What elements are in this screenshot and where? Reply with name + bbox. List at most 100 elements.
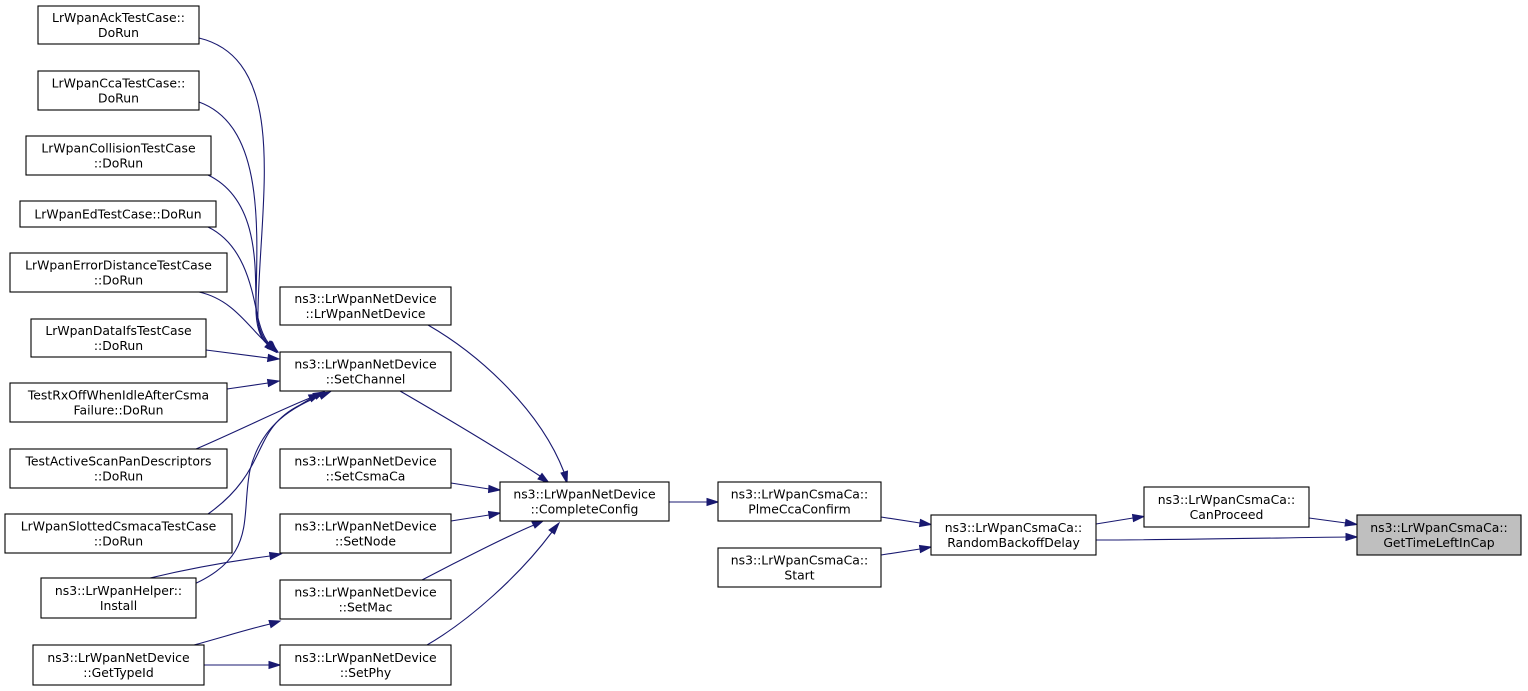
node-box bbox=[1143, 486, 1310, 528]
node-setnode[interactable]: ns3::LrWpanNetDevice::SetNode bbox=[279, 513, 452, 554]
edge-setchan-to-complete bbox=[399, 390, 541, 477]
node-start[interactable]: ns3::LrWpanCsmaCa::Start bbox=[717, 547, 882, 588]
edge-setmac-to-complete bbox=[421, 524, 535, 581]
node-label-line: ns3::LrWpanNetDevice bbox=[513, 487, 655, 502]
node-label-line: Failure::DoRun bbox=[74, 403, 164, 418]
node-label-line: GetTimeLeftInCap bbox=[1383, 535, 1494, 550]
node-label-line: ns3::LrWpanHelper:: bbox=[55, 583, 182, 598]
call-nodes: LrWpanAckTestCase::DoRunLrWpanCcaTestCas… bbox=[4, 5, 1522, 686]
node-box bbox=[37, 5, 200, 45]
node-gtl[interactable]: ns3::LrWpanCsmaCa::GetTimeLeftInCap bbox=[1356, 514, 1522, 556]
node-label-line: ::SetMac bbox=[339, 600, 393, 615]
node-label-line: ::DoRun bbox=[94, 156, 143, 171]
node-slotted[interactable]: LrWpanSlottedCsmacaTestCase::DoRun bbox=[4, 513, 233, 554]
node-label-line: TestActiveScanPanDescriptors bbox=[24, 454, 211, 469]
edge-typeid-to-setmac bbox=[193, 623, 271, 646]
node-errd[interactable]: LrWpanErrorDistanceTestCase::DoRun bbox=[9, 252, 228, 293]
node-box bbox=[32, 644, 205, 686]
node-box bbox=[9, 252, 228, 293]
node-helper[interactable]: ns3::LrWpanHelper::Install bbox=[40, 577, 197, 619]
arrow-head-errd-to-setchan bbox=[266, 342, 280, 353]
edge-ctor-to-complete bbox=[427, 324, 565, 473]
node-label-line: ns3::LrWpanCsmaCa:: bbox=[945, 520, 1082, 535]
node-box bbox=[25, 135, 212, 176]
call-edges bbox=[149, 37, 1359, 670]
edge-rxoff-to-setchan bbox=[226, 382, 269, 390]
edge-setphy-to-complete bbox=[426, 531, 553, 646]
edge-cca-to-setchan bbox=[198, 101, 268, 345]
arrow-head-helper-to-setchan bbox=[317, 391, 332, 400]
node-ed[interactable]: LrWpanEdTestCase::DoRun bbox=[19, 200, 217, 228]
arrow-head-setnode-to-complete bbox=[487, 510, 502, 520]
node-box bbox=[930, 514, 1097, 556]
node-ack[interactable]: LrWpanAckTestCase::DoRun bbox=[37, 5, 200, 45]
arrow-head-canp-to-gtl bbox=[1344, 518, 1359, 527]
edge-helper-to-setnode bbox=[149, 555, 271, 579]
node-label-line: ns3::LrWpanCsmaCa:: bbox=[731, 487, 868, 502]
node-label-line: ::DoRun bbox=[94, 273, 143, 288]
arrow-head-setcsma-to-complete bbox=[487, 484, 502, 494]
node-label-line: LrWpanEdTestCase::DoRun bbox=[34, 207, 201, 222]
arrow-head-ctor-to-complete bbox=[560, 470, 569, 485]
node-box bbox=[499, 481, 670, 522]
node-plme[interactable]: ns3::LrWpanCsmaCa::PlmeCcaConfirm bbox=[717, 481, 882, 522]
node-label-line: ::GetTypeId bbox=[83, 665, 153, 680]
node-label-line: ns3::LrWpanNetDevice bbox=[294, 585, 436, 600]
arrow-head-helper-to-setnode bbox=[268, 551, 283, 561]
node-box bbox=[279, 286, 452, 326]
node-canp[interactable]: ns3::LrWpanCsmaCa::CanProceed bbox=[1143, 486, 1310, 528]
edge-rbd-to-gtl bbox=[1095, 536, 1347, 541]
node-label-line: ns3::LrWpanNetDevice bbox=[294, 454, 436, 469]
edge-canp-to-gtl bbox=[1308, 517, 1347, 524]
edge-setnode-to-complete bbox=[450, 514, 490, 522]
node-cca[interactable]: LrWpanCcaTestCase::DoRun bbox=[37, 70, 200, 111]
node-setcsma[interactable]: ns3::LrWpanNetDevice::SetCsmaCa bbox=[279, 448, 452, 489]
node-box bbox=[279, 513, 452, 554]
node-label-line: ns3::LrWpanNetDevice bbox=[294, 291, 436, 306]
node-label-line: ::DoRun bbox=[94, 534, 143, 549]
node-box bbox=[279, 351, 452, 392]
node-label-line: LrWpanCcaTestCase:: bbox=[52, 76, 186, 91]
node-scan[interactable]: TestActiveScanPanDescriptors::DoRun bbox=[9, 448, 228, 489]
node-box bbox=[19, 200, 217, 228]
node-setchan[interactable]: ns3::LrWpanNetDevice::SetChannel bbox=[279, 351, 452, 392]
node-label-line: ns3::LrWpanNetDevice bbox=[294, 357, 436, 372]
node-label-line: DoRun bbox=[98, 25, 139, 40]
arrow-head-typeid-to-setmac bbox=[268, 619, 282, 629]
node-label-line: LrWpanAckTestCase:: bbox=[52, 10, 185, 25]
node-label-line: ::SetCsmaCa bbox=[326, 469, 406, 484]
node-typeid[interactable]: ns3::LrWpanNetDevice::GetTypeId bbox=[32, 644, 205, 686]
arrow-head-setchan-to-complete bbox=[537, 472, 551, 485]
node-difs[interactable]: LrWpanDataIfsTestCase::DoRun bbox=[30, 318, 207, 358]
node-label-line: LrWpanErrorDistanceTestCase bbox=[25, 258, 212, 273]
node-setphy[interactable]: ns3::LrWpanNetDevice::SetPhy bbox=[279, 644, 452, 686]
edge-rbd-to-canp bbox=[1095, 517, 1134, 525]
node-label-line: ::SetChannel bbox=[326, 372, 406, 387]
arrow-head-start-to-rbd bbox=[918, 544, 933, 554]
node-box bbox=[37, 70, 200, 111]
arrow-head-rxoff-to-setchan bbox=[266, 378, 281, 388]
node-label-line: ::DoRun bbox=[94, 469, 143, 484]
node-setmac[interactable]: ns3::LrWpanNetDevice::SetMac bbox=[279, 579, 452, 620]
node-box bbox=[40, 577, 197, 619]
edge-ed-to-setchan bbox=[207, 226, 271, 346]
node-label-line: ns3::LrWpanNetDevice bbox=[294, 519, 436, 534]
arrow-head-plme-to-rbd bbox=[918, 518, 933, 528]
node-label-line: LrWpanDataIfsTestCase bbox=[45, 323, 191, 338]
node-label-line: ns3::LrWpanCsmaCa:: bbox=[731, 553, 868, 568]
node-complete[interactable]: ns3::LrWpanNetDevice::CompleteConfig bbox=[499, 481, 670, 522]
node-box bbox=[30, 318, 207, 358]
node-rbd[interactable]: ns3::LrWpanCsmaCa::RandomBackoffDelay bbox=[930, 514, 1097, 556]
node-label-line: TestRxOffWhenIdleAfterCsma bbox=[27, 388, 209, 403]
node-label-line: DoRun bbox=[98, 91, 139, 106]
arrow-head-setphy-to-complete bbox=[548, 521, 561, 535]
node-ctor[interactable]: ns3::LrWpanNetDevice::LrWpanNetDevice bbox=[279, 286, 452, 326]
arrow-head-difs-to-setchan bbox=[266, 353, 281, 363]
node-box bbox=[717, 481, 882, 522]
node-box bbox=[717, 547, 882, 588]
node-label-line: ns3::LrWpanNetDevice bbox=[47, 650, 189, 665]
node-coll[interactable]: LrWpanCollisionTestCase::DoRun bbox=[25, 135, 212, 176]
node-label-line: Install bbox=[100, 598, 137, 613]
